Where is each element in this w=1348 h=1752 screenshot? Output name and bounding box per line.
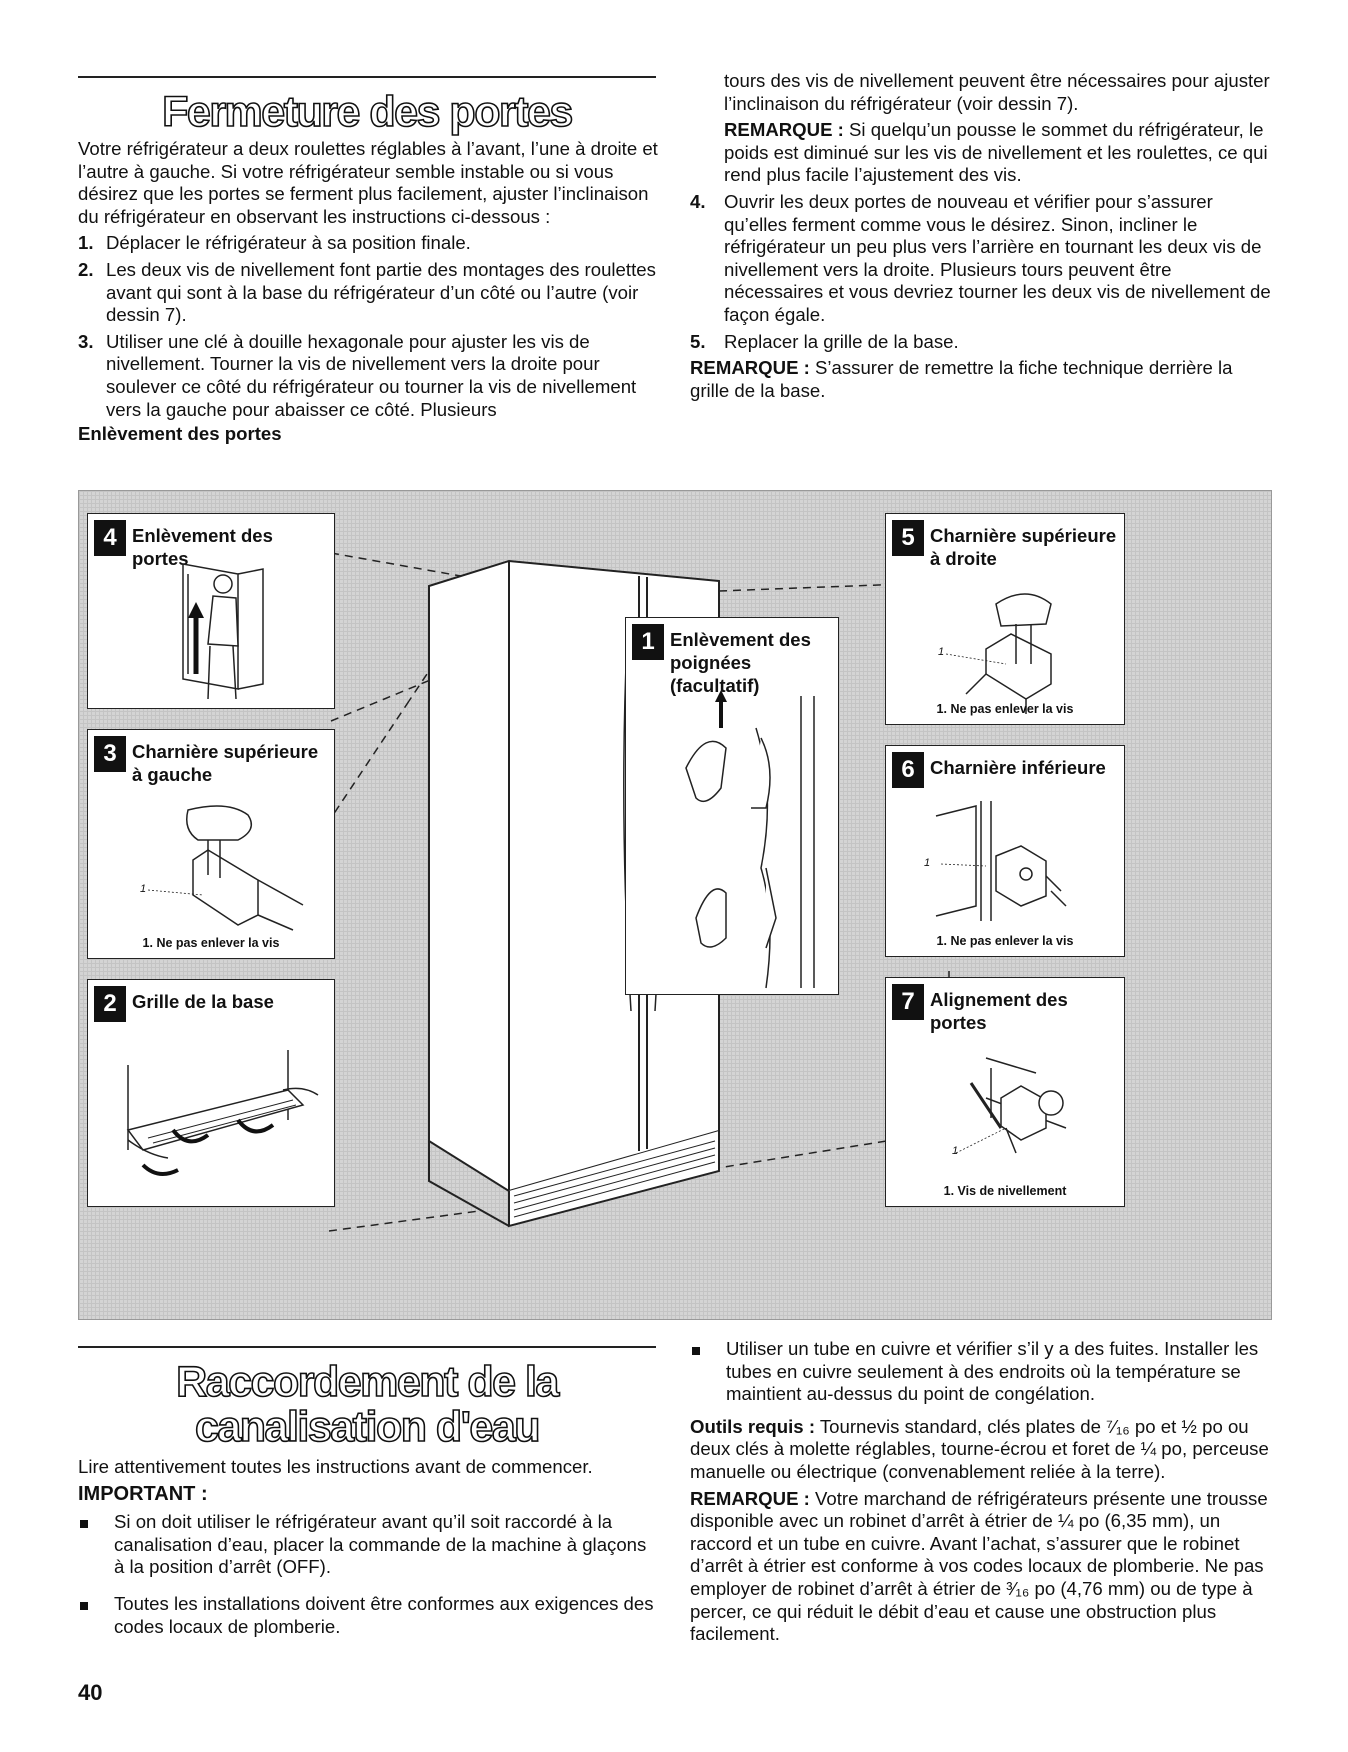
remark-1: REMARQUE : Si quelqu’un pousse le sommet… xyxy=(690,119,1272,187)
base-grille-illustration xyxy=(126,1050,319,1176)
section2-title-line-1: Raccordement de la xyxy=(175,1357,560,1407)
section1-title: Fermeture des portes xyxy=(161,87,574,137)
bullet-item: Si on doit utiliser le réfrigérateur ava… xyxy=(78,1511,658,1579)
panel-1-handle-removal: 1 Enlèvement des poignées (facultatif) xyxy=(625,617,839,995)
step-number: 1. xyxy=(78,232,94,254)
step-number: 5. xyxy=(690,330,706,352)
panel-4-door-removal: 4 Enlèvement des portes xyxy=(87,513,335,709)
subheading-door-removal: Enlèvement des portes xyxy=(78,423,282,445)
step-number: 3. xyxy=(78,330,94,352)
section1-left-column: Votre réfrigérateur a deux roulettes rég… xyxy=(78,138,658,446)
section2-title-line-2: canalisation d'eau xyxy=(194,1402,541,1452)
section2-intro: Lire attentivement toutes les instructio… xyxy=(78,1456,593,1477)
bullet-item: Toutes les installations doivent être co… xyxy=(78,1593,658,1638)
remark-text: S’assurer de remettre la fiche technique… xyxy=(690,357,1233,401)
step-number: 2. xyxy=(78,258,94,280)
panel-caption: 1. Ne pas enlever la vis xyxy=(936,934,1074,948)
panel-title: Alignement des portes xyxy=(930,989,1068,1033)
step-text: Replacer la grille de la base. xyxy=(724,330,959,352)
bullet-text: Si on doit utiliser le réfrigérateur ava… xyxy=(114,1511,647,1578)
step-5: 5. Replacer la grille de la base. xyxy=(690,331,1272,354)
bullet-text: Utiliser un tube en cuivre et vérifier s… xyxy=(726,1338,1259,1405)
hinge-illustration xyxy=(945,593,1052,714)
step-2: 2. Les deux vis de nivellement font parti… xyxy=(78,259,658,327)
remark-label: REMARQUE : xyxy=(724,119,844,141)
leveling-screw-illustration xyxy=(955,1057,1067,1154)
step-text: Utiliser une clé à douille hexagonale po… xyxy=(106,330,637,420)
step-text: Déplacer le réfrigérateur à sa position … xyxy=(106,232,471,254)
panel-number-badge: 2 xyxy=(94,986,126,1022)
section1-intro: Votre réfrigérateur a deux roulettes rég… xyxy=(78,138,658,227)
section1-top-rule xyxy=(78,76,656,78)
door-removal-diagram: 4 Enlèvement des portes 3 Charnière supé… xyxy=(78,490,1272,1320)
panel-5-top-hinge-right: 5 Charnière supérieure à droite 1 1. Ne … xyxy=(885,513,1125,725)
panel-caption: 1. Ne pas enlever la vis xyxy=(936,702,1074,716)
remark-3: REMARQUE : Votre marchand de réfrigérate… xyxy=(690,1488,1272,1646)
bullet-item: Utiliser un tube en cuivre et vérifier s… xyxy=(690,1338,1272,1406)
section2-top-rule xyxy=(78,1346,656,1348)
panel-number-badge: 6 xyxy=(892,752,924,788)
person-lifting-door-illustration xyxy=(182,563,264,700)
panel-caption: 1. Vis de nivellement xyxy=(943,1184,1067,1198)
step-3: 3. Utiliser une clé à douille hexagonale … xyxy=(78,331,658,421)
step-1: 1. Déplacer le réfrigérateur à sa positio… xyxy=(78,232,658,255)
page-number: 40 xyxy=(78,1680,103,1705)
section2-right-column: Utiliser un tube en cuivre et vérifier s… xyxy=(690,1338,1272,1650)
tools-label: Outils requis : xyxy=(690,1415,816,1437)
panel-3-top-hinge-left: 3 Charnière supérieure à gauche 1 1. Ne … xyxy=(87,729,335,959)
remark-label: REMARQUE : xyxy=(690,1487,810,1509)
callout-number: 1 xyxy=(924,857,931,869)
panel-number-badge: 3 xyxy=(94,736,126,772)
remark-label: REMARQUE : xyxy=(690,357,810,379)
bullet-square-icon xyxy=(690,1338,726,1406)
remark-text: Si quelqu’un pousse le sommet du réfrigé… xyxy=(724,119,1268,186)
panel-2-base-grille: 2 Grille de la base xyxy=(87,979,335,1207)
section1-right-column: tours des vis de nivellement peuvent êtr… xyxy=(690,70,1272,406)
panel-number-badge: 7 xyxy=(892,984,924,1020)
handle-removal-illustration xyxy=(685,690,815,989)
remark-text: Votre marchand de réfrigérateurs présent… xyxy=(690,1487,1268,1645)
hinge-illustration xyxy=(147,805,304,931)
bullet-text: Toutes les installations doivent être co… xyxy=(114,1592,654,1637)
step-text: Ouvrir les deux portes de nouveau et vér… xyxy=(724,190,1271,325)
panel-title: Charnière supérieure à gauche xyxy=(132,741,319,785)
panel-title: Charnière inférieure xyxy=(930,757,1106,778)
callout-number: 1 xyxy=(952,1145,959,1157)
panel-title: Enlèvement des poignées (facultatif) xyxy=(670,629,811,696)
panel-title: Enlèvement des portes xyxy=(132,525,273,569)
callout-number: 1 xyxy=(938,646,945,658)
step-4: 4. Ouvrir les deux portes de nouveau et v… xyxy=(690,191,1272,327)
tools-text: Tournevis standard, clés plates de ⁷⁄₁₆ … xyxy=(690,1415,1269,1482)
panel-title: Charnière supérieure à droite xyxy=(930,525,1117,569)
panel-caption: 1. Ne pas enlever la vis xyxy=(142,936,280,950)
section2-left-column: Lire attentivement toutes les instructio… xyxy=(78,1456,658,1646)
tools-required: Outils requis : Tournevis standard, clés… xyxy=(690,1416,1272,1484)
panel-7-door-alignment: 7 Alignement des portes 1 1. Vis de nive… xyxy=(885,977,1125,1207)
panel-6-bottom-hinge: 6 Charnière inférieure 1 1. Ne pas enlev… xyxy=(885,745,1125,957)
important-heading: IMPORTANT : xyxy=(78,1482,208,1505)
step-3-continuation: tours des vis de nivellement peuvent êtr… xyxy=(724,70,1270,114)
bullet-square-icon xyxy=(78,1511,114,1579)
panel-number-badge: 5 xyxy=(892,520,924,556)
callout-number: 1 xyxy=(140,883,147,895)
bullet-square-icon xyxy=(78,1593,114,1638)
step-number: 4. xyxy=(690,190,706,212)
panel-number-badge: 1 xyxy=(632,624,664,660)
panel-number-badge: 4 xyxy=(94,520,126,556)
bottom-hinge-illustration xyxy=(935,801,1067,921)
remark-2: REMARQUE : S’assurer de remettre la fich… xyxy=(690,357,1272,402)
step-text: Les deux vis de nivellement font partie … xyxy=(106,258,656,326)
panel-title: Grille de la base xyxy=(132,991,274,1012)
